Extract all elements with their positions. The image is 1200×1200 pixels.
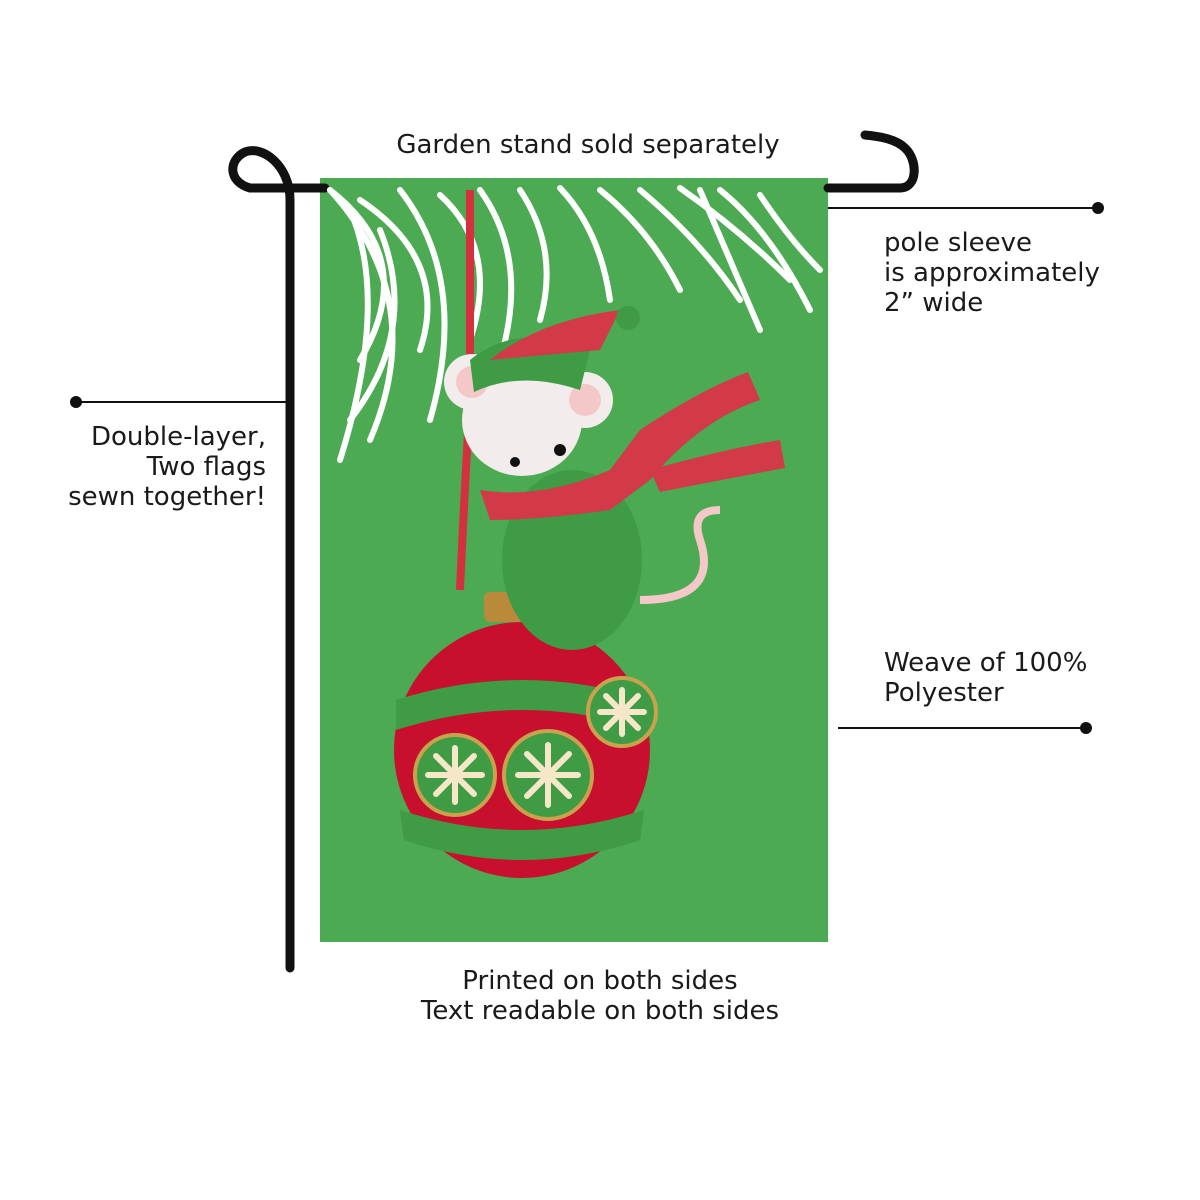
callout-dot — [1080, 722, 1092, 734]
sleeve-note-line: 2” wide — [884, 288, 984, 318]
callout-dot — [1092, 202, 1104, 214]
callout-dot — [70, 396, 82, 408]
stand-note-text: Garden stand sold separately — [396, 130, 780, 160]
print-note-line: Printed on both sides — [462, 966, 738, 996]
sleeve-note-line: pole sleeve — [884, 228, 1033, 258]
sleeve-note-line: is approximately — [884, 258, 1100, 288]
fabric-note-line: Polyester — [884, 678, 1004, 708]
sleeve-note: pole sleeve is approximately 2” wide — [884, 228, 1100, 318]
stand-note: Garden stand sold separately — [0, 130, 1176, 160]
garden-stand-icon — [228, 130, 919, 973]
fabric-note-line: Weave of 100% — [884, 648, 1088, 678]
print-note: Printed on both sides Text readable on b… — [0, 966, 1200, 1026]
print-note-line: Text readable on both sides — [420, 996, 780, 1026]
layer-note: Double-layer, Two flags sewn together! — [68, 422, 266, 512]
mouse-icon — [444, 306, 785, 650]
layer-note-line: Two flags — [146, 452, 266, 482]
layer-note-line: Double-layer, — [90, 422, 266, 452]
layer-note-line: sewn together! — [68, 482, 266, 512]
pine-branch-icon — [327, 185, 823, 463]
fabric-note: Weave of 100% Polyester — [884, 648, 1087, 708]
